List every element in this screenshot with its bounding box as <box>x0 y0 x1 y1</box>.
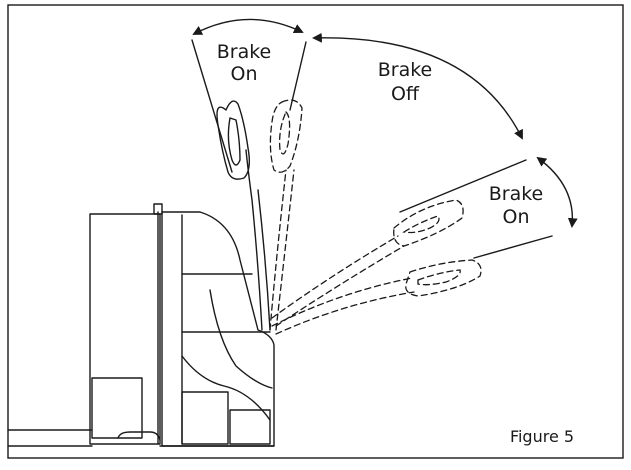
tiller-handle-icon <box>216 100 271 331</box>
tiller-dashed-positions <box>269 99 482 335</box>
rotation-arrow-icon <box>192 18 578 228</box>
label-mid-brake: Brake <box>378 59 433 81</box>
label-right-brake: Brake <box>489 183 544 205</box>
figure-frame <box>7 4 624 459</box>
label-top-on: On <box>231 63 258 85</box>
pallet-fork <box>7 429 93 447</box>
figure-caption: Figure 5 <box>510 427 574 446</box>
label-mid-off: Off <box>391 83 420 105</box>
label-top-brake: Brake <box>217 41 272 63</box>
range-lines <box>191 39 553 259</box>
label-right-on: On <box>503 206 530 228</box>
pallet-truck-icon <box>89 203 275 447</box>
